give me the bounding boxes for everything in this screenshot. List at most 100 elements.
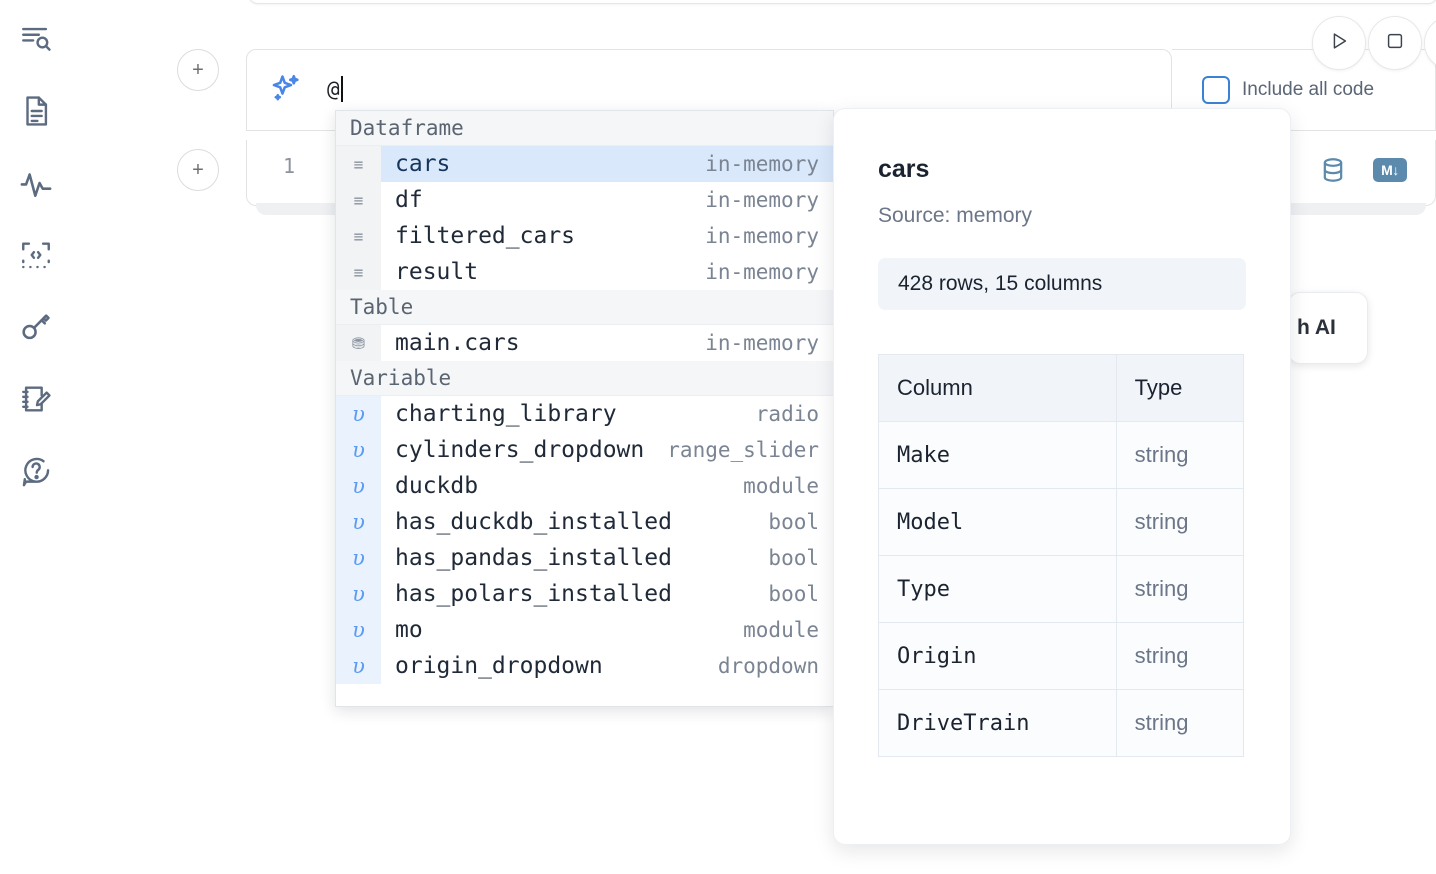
autocomplete-item-meta: in-memory <box>705 188 819 212</box>
autocomplete-item-glyph: υ <box>352 654 365 678</box>
table-db-icon: ⛃ <box>336 325 381 361</box>
markdown-icon[interactable]: M↓ <box>1373 158 1407 182</box>
autocomplete-section-header: Variable <box>336 361 833 396</box>
autocomplete-item-glyph: ≡ <box>353 190 364 210</box>
autocomplete-item-glyph: υ <box>352 402 365 426</box>
stop-button[interactable] <box>1368 16 1422 70</box>
autocomplete-item-meta: dropdown <box>717 654 819 678</box>
autocomplete-item-name: mo <box>395 617 423 643</box>
line-number: 1 <box>282 154 295 178</box>
autocomplete-item-meta: in-memory <box>705 224 819 248</box>
scratchpad-edit-icon[interactable] <box>14 374 58 424</box>
autocomplete-item-glyph: ≡ <box>353 154 364 174</box>
add-cell-below-label: + <box>192 159 204 181</box>
completion-info-panel: cars Source: memory 428 rows, 15 columns… <box>833 108 1291 845</box>
autocomplete-item-glyph: υ <box>352 546 365 570</box>
ai-prompt-input[interactable]: @ <box>327 76 343 102</box>
schema-column-type: string <box>1115 421 1245 489</box>
text-caret <box>340 76 343 102</box>
left-sidebar <box>0 0 72 874</box>
variable-icon: υ <box>336 576 381 612</box>
autocomplete-item[interactable]: ≡ cars in-memory <box>336 146 833 182</box>
autocomplete-item-meta: in-memory <box>705 260 819 284</box>
variable-icon: υ <box>336 396 381 432</box>
autocomplete-item[interactable]: ≡ result in-memory <box>336 254 833 290</box>
autocomplete-item-meta: in-memory <box>705 331 819 355</box>
markdown-badge-label: M <box>1381 162 1393 178</box>
autocomplete-item-glyph: ≡ <box>353 262 364 282</box>
autocomplete-item[interactable]: ≡ filtered_cars in-memory <box>336 218 833 254</box>
autocomplete-item-name: result <box>395 259 479 285</box>
sparkle-icon <box>269 72 303 106</box>
cell-toolbar: M↓ <box>1319 156 1407 184</box>
autocomplete-item[interactable]: υ mo module <box>336 612 833 648</box>
dataframe-icon: ≡ <box>336 254 381 290</box>
code-snippet-icon[interactable] <box>14 230 58 280</box>
ai-prompt-value: @ <box>327 77 340 101</box>
include-all-code-row[interactable]: Include all code <box>1202 76 1374 104</box>
document-icon[interactable] <box>14 86 58 136</box>
info-source: Source: memory <box>878 204 1033 227</box>
autocomplete-item-meta: bool <box>768 510 819 534</box>
key-icon[interactable] <box>14 302 58 352</box>
generate-with-ai-button[interactable]: h AI <box>1288 292 1368 364</box>
schema-column-name: Make <box>878 421 1117 489</box>
autocomplete-item-name: filtered_cars <box>395 223 576 249</box>
autocomplete-item-glyph: υ <box>352 474 365 498</box>
generate-with-ai-label: h AI <box>1297 316 1336 339</box>
variable-icon: υ <box>336 504 381 540</box>
autocomplete-item-meta: in-memory <box>705 152 819 176</box>
previous-cell-stub <box>248 0 1436 4</box>
include-all-code-label: Include all code <box>1242 79 1375 100</box>
autocomplete-item-glyph: ≡ <box>353 226 364 246</box>
outline-search-icon[interactable] <box>14 14 58 64</box>
autocomplete-item-name: cylinders_dropdown <box>395 437 645 463</box>
add-cell-above-button[interactable]: + <box>177 49 219 91</box>
variable-icon: υ <box>336 612 381 648</box>
run-button[interactable] <box>1312 16 1366 70</box>
autocomplete-item-glyph: υ <box>352 618 365 642</box>
include-all-code-checkbox[interactable] <box>1202 76 1230 104</box>
database-icon[interactable] <box>1319 156 1347 184</box>
schema-column-header: Column <box>878 354 1117 422</box>
schema-column-name: Model <box>878 488 1117 556</box>
schema-column-name: DriveTrain <box>878 689 1117 757</box>
autocomplete-item-name: charting_library <box>395 401 617 427</box>
autocomplete-item-name: has_duckdb_installed <box>395 509 672 535</box>
variable-icon: υ <box>336 648 381 684</box>
autocomplete-item-name: has_polars_installed <box>395 581 672 607</box>
schema-column-name: Origin <box>878 622 1117 690</box>
autocomplete-item-name: main.cars <box>395 330 520 356</box>
autocomplete-item[interactable]: υ has_duckdb_installed bool <box>336 504 833 540</box>
autocomplete-item-meta: module <box>743 618 819 642</box>
autocomplete-item-name: has_pandas_installed <box>395 545 672 571</box>
autocomplete-item[interactable]: ⛃ main.cars in-memory <box>336 325 833 361</box>
info-title: cars <box>878 155 930 183</box>
add-cell-below-button[interactable]: + <box>177 149 219 191</box>
schema-column-type: string <box>1115 488 1245 556</box>
autocomplete-item-name: cars <box>395 151 451 177</box>
stop-square-icon <box>1384 30 1406 57</box>
schema-column-type: string <box>1115 555 1245 623</box>
schema-column-name: Type <box>878 555 1117 623</box>
schema-table-header-row: Column Type <box>878 354 1245 422</box>
autocomplete-item[interactable]: ≡ df in-memory <box>336 182 833 218</box>
add-cell-above-label: + <box>192 59 204 81</box>
autocomplete-item-name: df <box>395 187 423 213</box>
activity-pulse-icon[interactable] <box>14 158 58 208</box>
dataframe-icon: ≡ <box>336 182 381 218</box>
help-chat-icon[interactable] <box>14 446 58 496</box>
schema-column-type: string <box>1115 622 1245 690</box>
